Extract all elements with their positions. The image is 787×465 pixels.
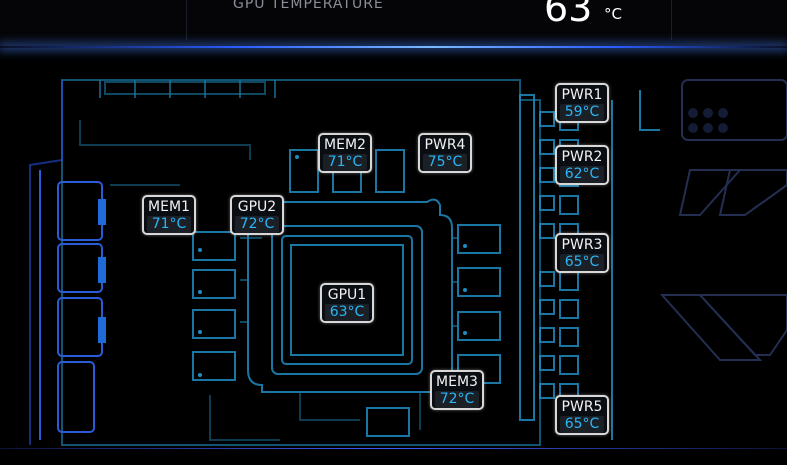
sensor-name: PWR2	[561, 149, 603, 165]
header-panel	[186, 0, 672, 40]
header-bar: GPU TEMPERATURE 63 °C	[0, 0, 787, 50]
sensor-temp: 59°C	[560, 104, 604, 121]
sensor-mem1: MEM1 71°C	[142, 195, 196, 235]
sensor-temp: 75°C	[423, 154, 467, 171]
footer-divider	[0, 448, 787, 449]
sensor-name: MEM3	[436, 374, 478, 390]
sensor-gpu2: GPU2 72°C	[230, 195, 284, 235]
sensor-pwr3: PWR3 65°C	[555, 233, 609, 273]
sensor-temp: 71°C	[147, 216, 191, 233]
sensor-gpu1: GPU1 63°C	[320, 283, 374, 323]
sensor-name: PWR1	[561, 87, 603, 103]
sensor-temp: 65°C	[560, 416, 604, 433]
sensor-mem2: MEM2 71°C	[318, 133, 372, 173]
sensor-name: PWR3	[561, 237, 603, 253]
sensor-name: GPU1	[327, 287, 367, 303]
sensor-name: MEM2	[324, 137, 366, 153]
pcb-board-diagram	[29, 79, 787, 446]
sensor-name: MEM1	[148, 199, 190, 215]
sensor-pwr2: PWR2 62°C	[555, 145, 609, 185]
sensor-pwr1: PWR1 59°C	[555, 83, 609, 123]
sensor-name: PWR4	[424, 137, 466, 153]
gpu-temperature-value: 63	[544, 0, 593, 30]
gpu-temperature-unit: °C	[604, 5, 622, 23]
sensor-temp: 62°C	[560, 166, 604, 183]
sensor-pwr5: PWR5 65°C	[555, 395, 609, 435]
sensor-temp: 72°C	[435, 391, 479, 408]
sensor-temp: 71°C	[323, 154, 367, 171]
sensor-mem3: MEM3 72°C	[430, 370, 484, 410]
sensor-name: GPU2	[237, 199, 277, 215]
sensor-temp: 63°C	[325, 304, 369, 321]
header-glow-divider	[0, 46, 787, 48]
gpu-temperature-label: GPU TEMPERATURE	[233, 0, 384, 12]
sensor-pwr4: PWR4 75°C	[418, 133, 472, 173]
sensor-name: PWR5	[561, 399, 603, 415]
sensor-temp: 65°C	[560, 254, 604, 271]
sensor-temp: 72°C	[235, 216, 279, 233]
